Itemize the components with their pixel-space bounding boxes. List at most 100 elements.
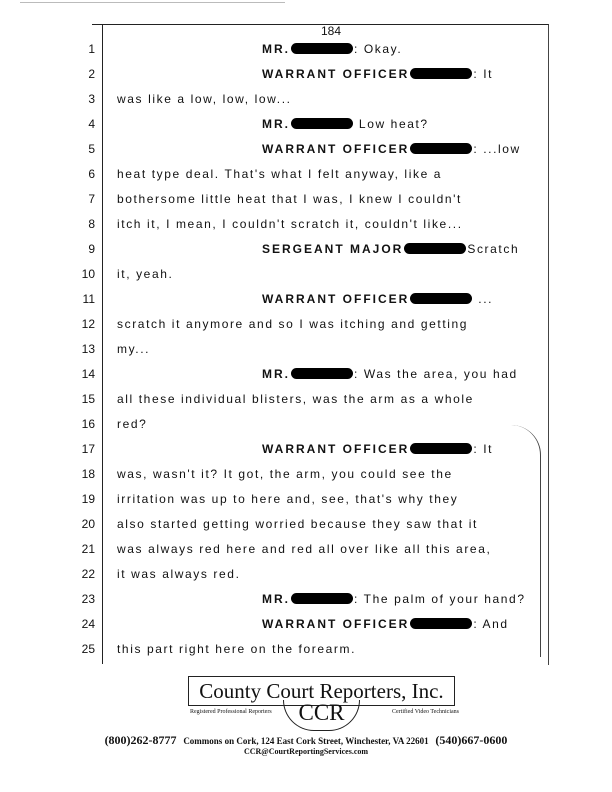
line-text: irritation was up to here and, see, that… xyxy=(117,492,459,506)
transcript-frame xyxy=(92,24,549,665)
company-monogram: CCR xyxy=(283,700,360,731)
speaker-label: MR. xyxy=(262,367,290,381)
redaction-mark xyxy=(291,43,353,54)
redaction-mark xyxy=(410,143,473,154)
line-number: 13 xyxy=(81,342,95,356)
line-number: 20 xyxy=(81,517,95,531)
line-text: was always red here and red all over lik… xyxy=(117,542,492,556)
speaker-line: MR. : The palm of your hand? xyxy=(262,592,526,606)
speaker-line: MR.: Was the area, you had xyxy=(262,367,518,381)
line-number: 10 xyxy=(81,267,95,281)
line-number: 1 xyxy=(88,42,95,56)
speaker-line: MR. : Okay. xyxy=(262,42,402,56)
line-number: 24 xyxy=(81,617,95,631)
phone-left: (800)262-8777 xyxy=(104,733,177,747)
speech-text: : It xyxy=(473,442,494,456)
line-number: 8 xyxy=(88,217,95,231)
transcript-line: 16 red? xyxy=(60,413,560,438)
line-number: 17 xyxy=(81,442,95,456)
speech-text: : The palm of your hand? xyxy=(354,592,526,606)
line-number: 19 xyxy=(81,492,95,506)
line-text: red? xyxy=(117,417,148,431)
transcript-line: 15 all these individual blisters, was the… xyxy=(60,388,560,413)
line-number-rule xyxy=(102,24,103,664)
redaction-mark xyxy=(410,618,473,629)
transcript-line: 5 WARRANT OFFICER: ...low xyxy=(60,138,560,163)
transcript-line: 3 was like a low, low, low... xyxy=(60,88,560,113)
speech-text: : And xyxy=(473,617,509,631)
speaker-label: WARRANT OFFICER xyxy=(262,442,410,456)
contact-line: (800)262-8777 Commons on Cork, 124 East … xyxy=(0,733,612,748)
line-text: was, wasn't it? It got, the arm, you cou… xyxy=(117,467,453,481)
line-number: 21 xyxy=(81,542,95,556)
transcript-line: 17 WARRANT OFFICER : It xyxy=(60,438,560,463)
line-text: all these individual blisters, was the a… xyxy=(117,392,474,406)
line-number: 11 xyxy=(82,292,95,306)
line-text: scratch it anymore and so I was itching … xyxy=(117,317,469,331)
transcript-line: 20 also started getting worried because t… xyxy=(60,513,560,538)
transcript-line: 10 it, yeah. xyxy=(60,263,560,288)
tagline-left: Registered Professional Reporters xyxy=(190,709,272,715)
transcript-line: 14 MR.: Was the area, you had xyxy=(60,363,560,388)
handwritten-bracket-mark xyxy=(500,425,541,657)
transcript-line: 21 was always red here and red all over l… xyxy=(60,538,560,563)
redaction-mark xyxy=(291,593,353,604)
speaker-line: WARRANT OFFICER : It xyxy=(262,442,493,456)
speaker-label: WARRANT OFFICER xyxy=(262,292,410,306)
line-text: also started getting worried because the… xyxy=(117,517,478,531)
line-number: 16 xyxy=(81,417,95,431)
line-number: 4 xyxy=(88,117,95,131)
page-number: 184 xyxy=(320,24,342,38)
line-number: 9 xyxy=(88,242,95,256)
line-number: 18 xyxy=(81,467,95,481)
phone-right: (540)667-0600 xyxy=(435,733,508,747)
speaker-label: MR. xyxy=(262,592,290,606)
line-text: was like a low, low, low... xyxy=(117,92,292,106)
line-number: 3 xyxy=(88,92,95,106)
speaker-line: MR. Low heat? xyxy=(262,117,429,131)
speaker-label: WARRANT OFFICER xyxy=(262,142,410,156)
speaker-line: WARRANT OFFICER : It xyxy=(262,67,493,81)
speaker-label: MR. xyxy=(262,42,290,56)
line-number: 12 xyxy=(81,317,95,331)
redaction-mark xyxy=(410,68,473,79)
speaker-label: WARRANT OFFICER xyxy=(262,67,410,81)
line-number: 15 xyxy=(81,392,95,406)
transcript-line: 1 MR. : Okay. xyxy=(60,38,560,63)
speaker-line: WARRANT OFFICER: ...low xyxy=(262,142,521,156)
transcript-line: 18 was, wasn't it? It got, the arm, you c… xyxy=(60,463,560,488)
redaction-mark xyxy=(410,293,473,304)
speaker-label: SERGEANT MAJOR xyxy=(262,242,404,256)
speech-text: Low heat? xyxy=(354,117,429,131)
transcript-line: 2 WARRANT OFFICER : It xyxy=(60,63,560,88)
transcript-line: 12 scratch it anymore and so I was itchin… xyxy=(60,313,560,338)
transcript-line: 19 irritation was up to here and, see, th… xyxy=(60,488,560,513)
scan-edge-line xyxy=(20,2,285,3)
speaker-line: WARRANT OFFICER ... xyxy=(262,292,493,306)
line-number: 2 xyxy=(88,67,95,81)
line-number: 5 xyxy=(88,142,95,156)
speech-text: ... xyxy=(473,292,494,306)
transcript-line: 24 WARRANT OFFICER : And xyxy=(60,613,560,638)
redaction-mark xyxy=(404,243,467,254)
address: Commons on Cork, 124 East Cork Street, W… xyxy=(183,736,429,746)
speech-text: : It xyxy=(473,67,494,81)
line-number: 14 xyxy=(81,367,95,381)
speaker-label: MR. xyxy=(262,117,290,131)
line-number: 6 xyxy=(88,167,95,181)
redaction-mark xyxy=(291,118,353,129)
speech-text: : Okay. xyxy=(354,42,403,56)
line-number: 7 xyxy=(88,192,95,206)
speaker-label: WARRANT OFFICER xyxy=(262,617,410,631)
transcript-line: 4 MR. Low heat? xyxy=(60,113,560,138)
line-text: it, yeah. xyxy=(117,267,174,281)
